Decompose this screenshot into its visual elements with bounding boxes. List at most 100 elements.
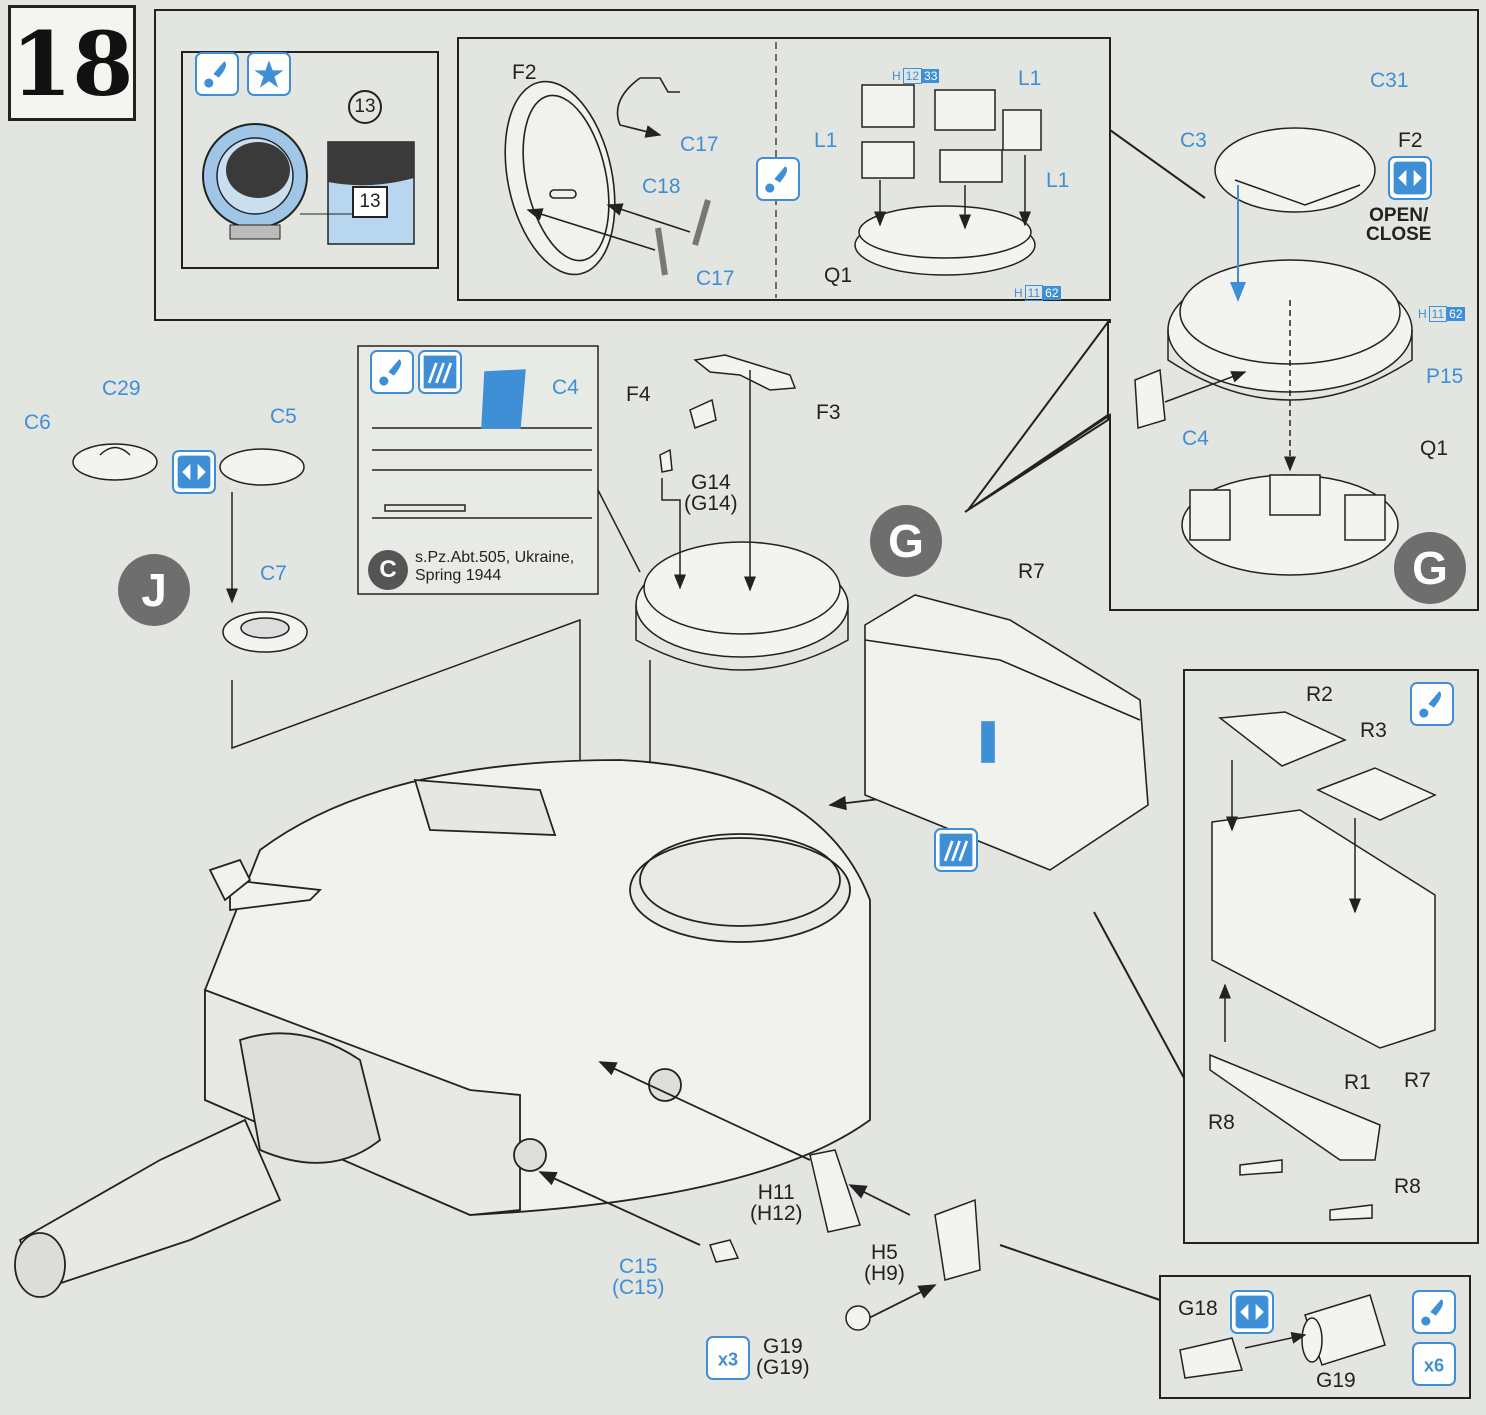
label-g19-alt: (G19)	[756, 1356, 810, 1379]
open-close-icon	[1388, 156, 1432, 200]
open-close-icon	[172, 450, 216, 494]
label-c17-top: C17	[680, 133, 719, 156]
label-g18: G18	[1178, 1297, 1218, 1320]
ref-num2: 62	[1447, 307, 1465, 321]
label-f2-cupola: F2	[1398, 129, 1423, 152]
label-g19-turret: G19 (G19)	[756, 1336, 810, 1378]
label-c7: C7	[260, 562, 287, 585]
close-text: CLOSE	[1366, 224, 1432, 245]
open-close-text: OPEN/ CLOSE	[1366, 206, 1431, 244]
label-c15-main: C15	[618, 1255, 658, 1278]
ref-num2: 33	[922, 69, 940, 83]
label-r2: R2	[1306, 683, 1333, 706]
callout-circle-13: 13	[348, 90, 382, 124]
caption-line-1: s.Pz.Abt.505, Ukraine,	[415, 549, 575, 566]
label-h11: H11 (H12)	[750, 1182, 803, 1224]
label-r8-a: R8	[1208, 1111, 1235, 1134]
ref-num1: 11	[1428, 306, 1448, 322]
subassembly-j-badge: J	[118, 554, 190, 626]
label-h5-alt: (H9)	[864, 1262, 905, 1285]
periscope-drawing	[854, 84, 1042, 276]
left-parts-drawing	[72, 443, 586, 782]
photo-etch-icon	[418, 350, 462, 394]
label-l1-a: L1	[1018, 67, 1042, 90]
photo-etch-icon	[934, 828, 978, 872]
stowage-box-drawing	[864, 594, 1149, 871]
small-parts-drawing	[709, 1149, 981, 1331]
label-r3: R3	[1360, 719, 1387, 742]
stowage-panel-box	[1183, 669, 1479, 1244]
ref-letter: H	[1418, 307, 1427, 321]
ref-letter: H	[892, 69, 901, 83]
stowage-panel-pointer	[1093, 911, 1185, 1079]
lamp-panel-drawing	[1179, 1294, 1386, 1379]
label-h5-main: H5	[870, 1241, 898, 1264]
quantity-icon: x6	[1412, 1342, 1456, 1386]
label-c4-inset: C4	[552, 376, 579, 399]
open-text: OPEN/	[1369, 205, 1429, 226]
label-c18: C18	[642, 175, 681, 198]
label-g14-alt: (G14)	[684, 492, 738, 515]
label-c5: C5	[270, 405, 297, 428]
label-g19-main: G19	[762, 1335, 803, 1358]
ref-num1: 12	[902, 68, 923, 84]
paint-icon	[370, 350, 414, 394]
label-g14-main: G14	[690, 471, 731, 494]
step-number: 18	[8, 5, 136, 121]
label-f2: F2	[512, 61, 537, 84]
stowage-panel-drawing	[1209, 711, 1437, 1221]
paint-icon	[756, 157, 800, 201]
subassembly-g-badge: G	[1394, 532, 1466, 604]
marking-option-c-badge: C	[368, 550, 408, 590]
paint-icon	[1412, 1290, 1456, 1334]
top-callout-outline	[154, 9, 1479, 611]
center-cupola-drawing	[635, 354, 849, 882]
label-q1-periscope: Q1	[824, 264, 853, 287]
label-g19-lamp: G19	[1316, 1369, 1356, 1392]
lamp-panel-box	[1159, 1275, 1471, 1399]
ref-num2: 62	[1043, 286, 1061, 300]
qty-x6-text: x6	[1424, 1355, 1444, 1375]
hatch-f2-drawing	[504, 77, 711, 276]
subassembly-g-badge-center: G	[870, 505, 942, 577]
paint-icon	[1410, 682, 1454, 726]
label-r7-turret: R7	[1018, 560, 1045, 583]
label-r1: R1	[1344, 1071, 1371, 1094]
label-c15-alt: (C15)	[612, 1276, 665, 1299]
label-c15: C15 (C15)	[612, 1256, 665, 1298]
paint-icon	[195, 52, 239, 96]
label-h5: H5 (H9)	[864, 1242, 905, 1284]
label-c6: C6	[24, 411, 51, 434]
label-c4-cupola: C4	[1182, 427, 1209, 450]
cupola-pointer	[1109, 129, 1206, 199]
ref-letter: H	[1014, 286, 1023, 300]
paint-detail-box	[181, 51, 439, 269]
label-r7-panel: R7	[1404, 1069, 1431, 1092]
label-q1-cupola: Q1	[1420, 437, 1449, 460]
label-l1-c: L1	[1046, 169, 1070, 192]
label-c29: C29	[102, 377, 141, 400]
star-icon	[247, 52, 291, 96]
caption-line-2: Spring 1944	[415, 567, 502, 584]
label-c31: C31	[1370, 69, 1409, 92]
label-h11-alt: (H12)	[750, 1202, 803, 1225]
qty-x3-text: x3	[718, 1349, 738, 1369]
quantity-icon: x3	[706, 1336, 750, 1380]
ref-num1: 11	[1024, 285, 1044, 301]
lamp-panel-pointer	[999, 1244, 1161, 1301]
label-f3: F3	[816, 401, 841, 424]
hatch-paint-detail	[202, 123, 415, 245]
label-p15: P15	[1426, 365, 1464, 388]
hatch-periscope-box	[457, 37, 1111, 301]
open-close-icon	[1230, 1290, 1274, 1334]
variant-caption: s.Pz.Abt.505, Ukraine, Spring 1944	[415, 549, 574, 585]
turret-drawing	[14, 759, 937, 1321]
label-f4: F4	[626, 383, 651, 406]
label-h11-main: H11	[757, 1181, 795, 1204]
label-c3: C3	[1180, 129, 1207, 152]
label-r8-b: R8	[1394, 1175, 1421, 1198]
